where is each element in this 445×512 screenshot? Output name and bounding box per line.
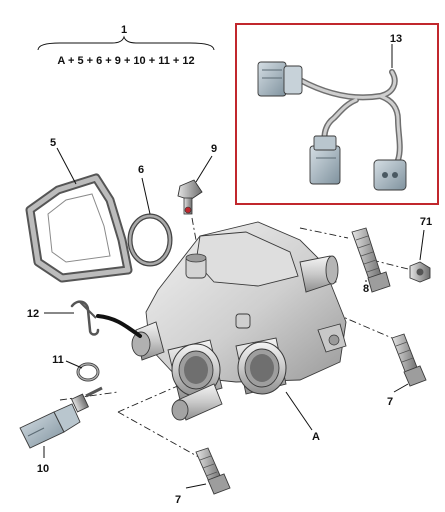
leader-7a <box>393 383 409 393</box>
temperature-sensor-10: 10 <box>19 386 103 475</box>
clip-12: 12 <box>27 300 142 338</box>
thermostat-housing-A: A <box>131 221 347 443</box>
bleed-screw-9: 9 <box>177 143 217 215</box>
callout-7-right: 7 <box>387 396 393 408</box>
harness-connector-bottom-right <box>373 159 407 191</box>
kit-brace <box>37 35 215 51</box>
kit-contents-label: A + 5 + 6 + 9 + 10 + 11 + 12 <box>57 55 194 67</box>
callout-10: 10 <box>37 463 49 475</box>
callout-8: 8 <box>363 283 369 295</box>
o-ring-11: 11 <box>52 354 100 382</box>
leader-71 <box>419 229 425 261</box>
leader-7b <box>185 483 207 489</box>
kit-number-label: 1 <box>121 24 127 36</box>
nut-71: 71 <box>409 216 432 283</box>
bolt-8: 8 <box>351 227 391 295</box>
leader-6 <box>141 177 151 215</box>
callout-12: 12 <box>27 308 39 320</box>
gasket-5: 5 <box>25 137 133 283</box>
callout-5: 5 <box>50 137 56 149</box>
harness-inset: 13 <box>235 23 439 205</box>
callout-11: 11 <box>52 354 64 366</box>
leader-11 <box>65 360 83 369</box>
kit-header: 1 A + 5 + 6 + 9 + 10 + 11 + 12 <box>37 24 215 67</box>
callout-9: 9 <box>211 143 217 155</box>
callout-A: A <box>312 431 320 443</box>
callout-7-bottom: 7 <box>175 494 181 506</box>
callout-71: 71 <box>420 216 432 228</box>
harness-connector-bottom-left <box>309 135 341 185</box>
leader-A <box>285 391 313 431</box>
callout-13: 13 <box>390 33 402 45</box>
harness-connector-top <box>257 61 303 97</box>
leader-9 <box>195 155 213 183</box>
bolt-7-bottom: 7 <box>175 447 231 506</box>
bolt-7-right: 7 <box>387 333 427 408</box>
inset-border <box>235 23 439 205</box>
callout-6: 6 <box>138 164 144 176</box>
o-ring-6: 6 <box>127 164 173 267</box>
leader-5 <box>56 147 77 185</box>
